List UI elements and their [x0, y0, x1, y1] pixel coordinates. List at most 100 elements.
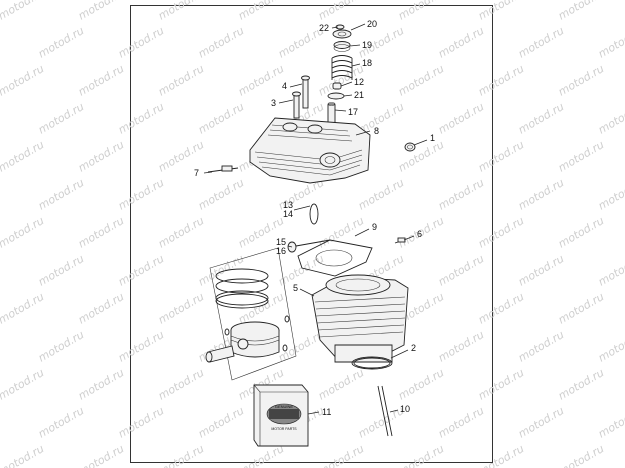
watermark-text: motod.ru — [396, 0, 446, 23]
callout-9: 9 — [372, 222, 377, 232]
watermark-text: motod.ru — [196, 176, 246, 213]
watermark-text: motod.ru — [596, 100, 625, 137]
dowel-6 — [394, 237, 406, 244]
callout-21: 21 — [354, 90, 364, 100]
watermark-text: motod.ru — [36, 100, 86, 137]
watermark-text: motod.ru — [76, 138, 126, 175]
callout-22: 22 — [319, 23, 329, 33]
piston-assembly — [205, 247, 297, 381]
watermark-text: motod.ru — [156, 0, 206, 23]
diagram-frame — [130, 5, 493, 463]
watermark-text: motod.ru — [356, 176, 406, 213]
callout-4: 4 — [282, 81, 287, 91]
watermark-text: motod.ru — [316, 366, 366, 403]
watermark-text: motod.ru — [76, 442, 126, 468]
watermark-text: motod.ru — [0, 442, 46, 468]
watermark-text: motod.ru — [36, 404, 86, 441]
watermark-text: motod.ru — [0, 0, 46, 23]
watermark-text: motod.ru — [76, 290, 126, 327]
callout-labels: 22 20 19 18 4 12 3 21 17 8 1 7 13 14 9 6… — [194, 19, 435, 417]
callout-1: 1 — [430, 133, 435, 143]
callout-17: 17 — [348, 107, 358, 117]
oring-2 — [351, 356, 393, 370]
cylinder-5 — [311, 274, 409, 363]
watermark-text: motod.ru — [116, 404, 166, 441]
watermark-text: motod.ru — [476, 214, 526, 251]
watermark-text: motod.ru — [596, 24, 625, 61]
watermark-text: motod.ru — [396, 442, 446, 468]
callout-2: 2 — [411, 343, 416, 353]
valve-spring-18 — [331, 55, 353, 80]
watermark-text: motod.ru — [596, 252, 625, 289]
watermark-text: motod.ru — [36, 24, 86, 61]
spring-seat-21 — [327, 92, 345, 100]
cylinder-head-8 — [249, 117, 371, 184]
watermark-text: motod.ru — [436, 404, 486, 441]
watermark-text: motod.ru — [356, 404, 406, 441]
watermark-text: motod.ru — [596, 176, 625, 213]
watermark-text: motod.ru — [76, 0, 126, 23]
watermark-text: motod.ru — [76, 62, 126, 99]
watermark-text: motod.ru — [476, 138, 526, 175]
watermark-text: motod.ru — [116, 328, 166, 365]
watermark-text: motod.ru — [0, 214, 46, 251]
gasket-kit-11: GENUINE MOTOR PARTS — [253, 384, 309, 447]
watermark-text: motod.ru — [436, 328, 486, 365]
watermark-text: motod.ru — [76, 214, 126, 251]
callout-15: 15 — [276, 237, 286, 247]
watermark-text: motod.ru — [436, 176, 486, 213]
watermark-text: motod.ru — [156, 290, 206, 327]
watermark-text: motod.ru — [396, 366, 446, 403]
watermark-text: motod.ru — [436, 252, 486, 289]
watermark-text: motod.ru — [516, 176, 566, 213]
watermark-text: motod.ru — [316, 442, 366, 468]
watermark-text: motod.ru — [396, 62, 446, 99]
oring-13-14 — [309, 203, 319, 225]
watermark-text: motod.ru — [516, 328, 566, 365]
watermark-text: motod.ru — [156, 214, 206, 251]
valve-guide-17 — [327, 102, 336, 125]
watermark-text: motod.ru — [396, 138, 446, 175]
watermark-text: motod.ru — [116, 100, 166, 137]
watermark-text: motod.ru — [556, 290, 606, 327]
callout-6: 6 — [417, 229, 422, 239]
watermark-text: motod.ru — [116, 252, 166, 289]
callout-7: 7 — [194, 168, 199, 178]
callout-16: 16 — [276, 246, 286, 256]
watermark-text: motod.ru — [156, 62, 206, 99]
dowel-3 — [292, 91, 301, 119]
kit-sub-text: MOTOR PARTS — [271, 427, 297, 431]
watermark-text: motod.ru — [76, 366, 126, 403]
stud-4 — [301, 75, 310, 109]
watermark-text: motod.ru — [0, 366, 46, 403]
watermark-text: motod.ru — [436, 24, 486, 61]
watermark-text: motod.ru — [116, 24, 166, 61]
watermark-text: motod.ru — [516, 24, 566, 61]
watermark-text: motod.ru — [476, 442, 526, 468]
watermark-text: motod.ru — [476, 0, 526, 23]
watermark-text: motod.ru — [596, 404, 625, 441]
watermark-text: motod.ru — [596, 328, 625, 365]
callout-5: 5 — [293, 283, 298, 293]
watermark-text: motod.ru — [196, 24, 246, 61]
head-gasket-9 — [297, 239, 373, 277]
watermark-text: motod.ru — [556, 62, 606, 99]
fitting-7 — [207, 165, 239, 173]
watermark-text: motod.ru — [0, 62, 46, 99]
watermark-text: motod.ru — [316, 0, 366, 23]
watermark-text: motod.ru — [556, 214, 606, 251]
watermark-text: motod.ru — [556, 366, 606, 403]
watermark-text: motod.ru — [196, 100, 246, 137]
watermark-text: motod.ru — [236, 0, 286, 23]
watermark-text: motod.ru — [516, 404, 566, 441]
callout-19: 19 — [362, 40, 372, 50]
watermark-text: motod.ru — [116, 176, 166, 213]
watermark-text: motod.ru — [516, 252, 566, 289]
watermark-text: motod.ru — [476, 366, 526, 403]
leader-lines — [203, 23, 428, 415]
watermark-text: motod.ru — [156, 442, 206, 468]
watermark-text: motod.ru — [196, 404, 246, 441]
plug-1 — [404, 142, 416, 152]
